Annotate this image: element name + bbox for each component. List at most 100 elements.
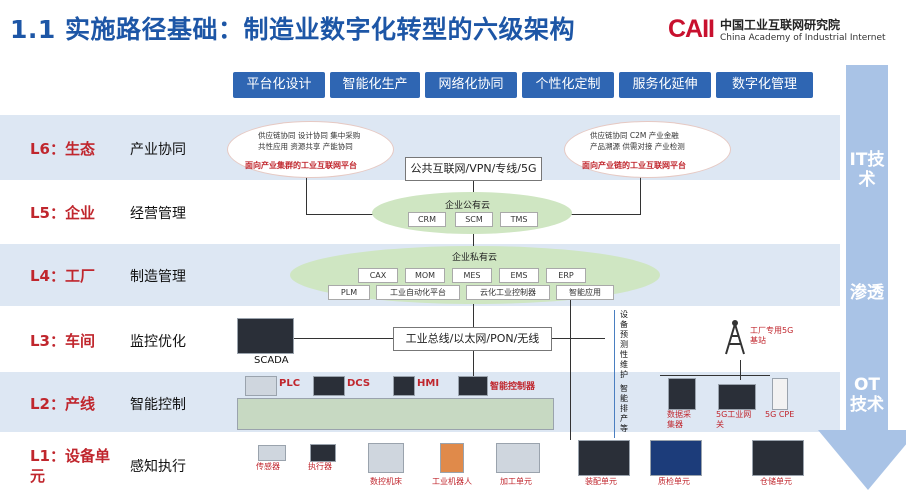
connector-right-l5	[560, 214, 641, 215]
sensor-label: 传感器	[256, 462, 280, 471]
l6-right-caption: 面向产业链的工业互联网平台	[582, 161, 686, 170]
public-cloud-title: 企业公有云	[445, 201, 491, 211]
plc-image	[245, 376, 277, 396]
l6-left-row-5: 产能协同	[322, 142, 353, 151]
level-l3-name: 监控优化	[130, 334, 186, 350]
machining-unit-image	[496, 443, 540, 473]
connector-scada	[290, 338, 400, 339]
chip-networked-collab: 网络化协同	[425, 72, 517, 98]
chip-digital-management: 数字化管理	[716, 72, 813, 98]
level-l1-code: L1：设备单元	[30, 447, 110, 485]
tag-scm: SCM	[455, 212, 493, 227]
tag-cax: CAX	[358, 268, 398, 283]
tag-crm: CRM	[408, 212, 446, 227]
robot-image	[440, 443, 464, 473]
l6-left-row-4: 资源共享	[290, 142, 321, 151]
l6-right-cloud-text: 供应链协同 C2M 产业金融 产品溯源 供需对接 产业检测	[590, 130, 710, 152]
5g-gateway-image	[718, 384, 756, 410]
connector-5g	[740, 360, 741, 380]
tag-erp: ERP	[546, 268, 586, 283]
tag-mes: MES	[452, 268, 492, 283]
l6-left-cloud	[228, 122, 393, 177]
hmi-image	[393, 376, 415, 396]
connector-5g-horizontal	[660, 375, 770, 376]
level-l4-code: L4：工厂	[30, 267, 95, 285]
l6-right-row-2: 产业金融	[648, 131, 679, 140]
level-l5-code: L5：企业	[30, 204, 95, 222]
5g-gateway-label: 5G工业网关	[716, 410, 752, 429]
inspection-unit-label: 质检单元	[658, 477, 690, 486]
scada-image	[237, 318, 294, 354]
5g-cpe-image	[772, 378, 788, 410]
sensor-image	[258, 445, 286, 461]
connector-left-l5	[306, 214, 391, 215]
l6-left-row-1: 设计协同	[297, 131, 328, 140]
actuator-image	[310, 444, 336, 462]
plc-label: PLC	[279, 378, 301, 389]
tag-ems: EMS	[499, 268, 539, 283]
level-l2-name: 智能控制	[130, 397, 186, 413]
tag-mom: MOM	[405, 268, 445, 283]
connector-bus-right	[545, 338, 605, 339]
it-ot-arrow-head	[818, 430, 906, 490]
tag-cloud-controller: 云化工业控制器	[466, 285, 550, 300]
scada-label: SCADA	[254, 355, 289, 366]
it-ot-arrow-shaft	[846, 65, 888, 435]
l6-right-cloud	[565, 122, 730, 177]
data-collector-label: 数据采集器	[667, 410, 691, 429]
level-l5-name: 经营管理	[130, 206, 186, 222]
predictive-maintenance-label: 设备预测性维护	[620, 310, 628, 379]
l6-left-row-2: 集中采购	[330, 131, 361, 140]
level-l3-code: L3：车间	[30, 332, 95, 350]
warehouse-unit-image	[752, 440, 804, 476]
logo-en: China Academy of Industrial Internet	[720, 33, 886, 43]
smart-controller-label: 智能控制器	[490, 382, 536, 392]
robot-label: 工业机器人	[432, 477, 472, 486]
l6-right-row-0: 供应链协同	[590, 131, 628, 140]
connector-right-vertical	[570, 300, 571, 440]
l6-left-cloud-text: 供应链协同 设计协同 集中采购 共性应用 资源共享 产能协同	[258, 130, 378, 152]
l6-right-row-5: 产业检测	[654, 142, 685, 151]
l6-right-row-3: 产品溯源	[590, 142, 620, 151]
logo-mark: CAII	[668, 15, 715, 43]
band-l1	[0, 432, 840, 500]
caii-logo: CAII 中国工业互联网研究院 China Academy of Industr…	[668, 15, 886, 44]
level-l6-name: 产业协同	[130, 142, 186, 158]
warehouse-unit-label: 仓储单元	[760, 477, 792, 486]
l6-left-row-3: 共性应用	[258, 142, 288, 151]
l6-left-row-0: 供应链协同	[258, 131, 296, 140]
production-line-image	[237, 398, 554, 430]
actuator-label: 执行器	[308, 462, 332, 471]
smart-controller-image	[458, 376, 488, 396]
5g-cpe-label: 5G CPE	[765, 410, 795, 419]
connector-center-l6	[473, 180, 474, 198]
machining-unit-label: 加工单元	[500, 477, 532, 486]
logo-cn: 中国工业互联网研究院	[720, 18, 841, 32]
chip-smart-production: 智能化生产	[330, 72, 420, 98]
data-collector-image	[668, 378, 696, 410]
l6-right-row-4: 供需对接	[622, 142, 653, 151]
hmi-label: HMI	[417, 378, 440, 389]
connector-center-l3	[473, 348, 474, 380]
level-l6-code: L6：生态	[30, 140, 95, 158]
assembly-unit-label: 装配单元	[585, 477, 617, 486]
tag-tms: TMS	[500, 212, 538, 227]
page-title: 1.1 实施路径基础：制造业数字化转型的六级架构	[10, 15, 575, 44]
level-l4-name: 制造管理	[130, 269, 186, 285]
connector-center-l4	[473, 300, 474, 328]
level-l1-name: 感知执行	[130, 459, 186, 475]
connector-left-l6	[306, 165, 307, 215]
chip-platform-design: 平台化设计	[233, 72, 325, 98]
ot-tech-label: OT技术	[850, 375, 884, 415]
dashed-line	[614, 310, 615, 438]
connector-center-l5	[473, 230, 474, 248]
penetration-label: 渗透	[850, 283, 884, 303]
l6-right-row-1: C2M	[629, 131, 647, 140]
l6-left-caption: 面向产业集群的工业互联网平台	[245, 161, 357, 170]
dcs-image	[313, 376, 345, 396]
connector-right-l6	[640, 165, 641, 215]
chip-service-extension: 服务化延伸	[619, 72, 711, 98]
dcs-label: DCS	[347, 378, 371, 389]
antenna-icon	[722, 318, 748, 356]
tag-automation-platform: 工业自动化平台	[376, 285, 460, 300]
